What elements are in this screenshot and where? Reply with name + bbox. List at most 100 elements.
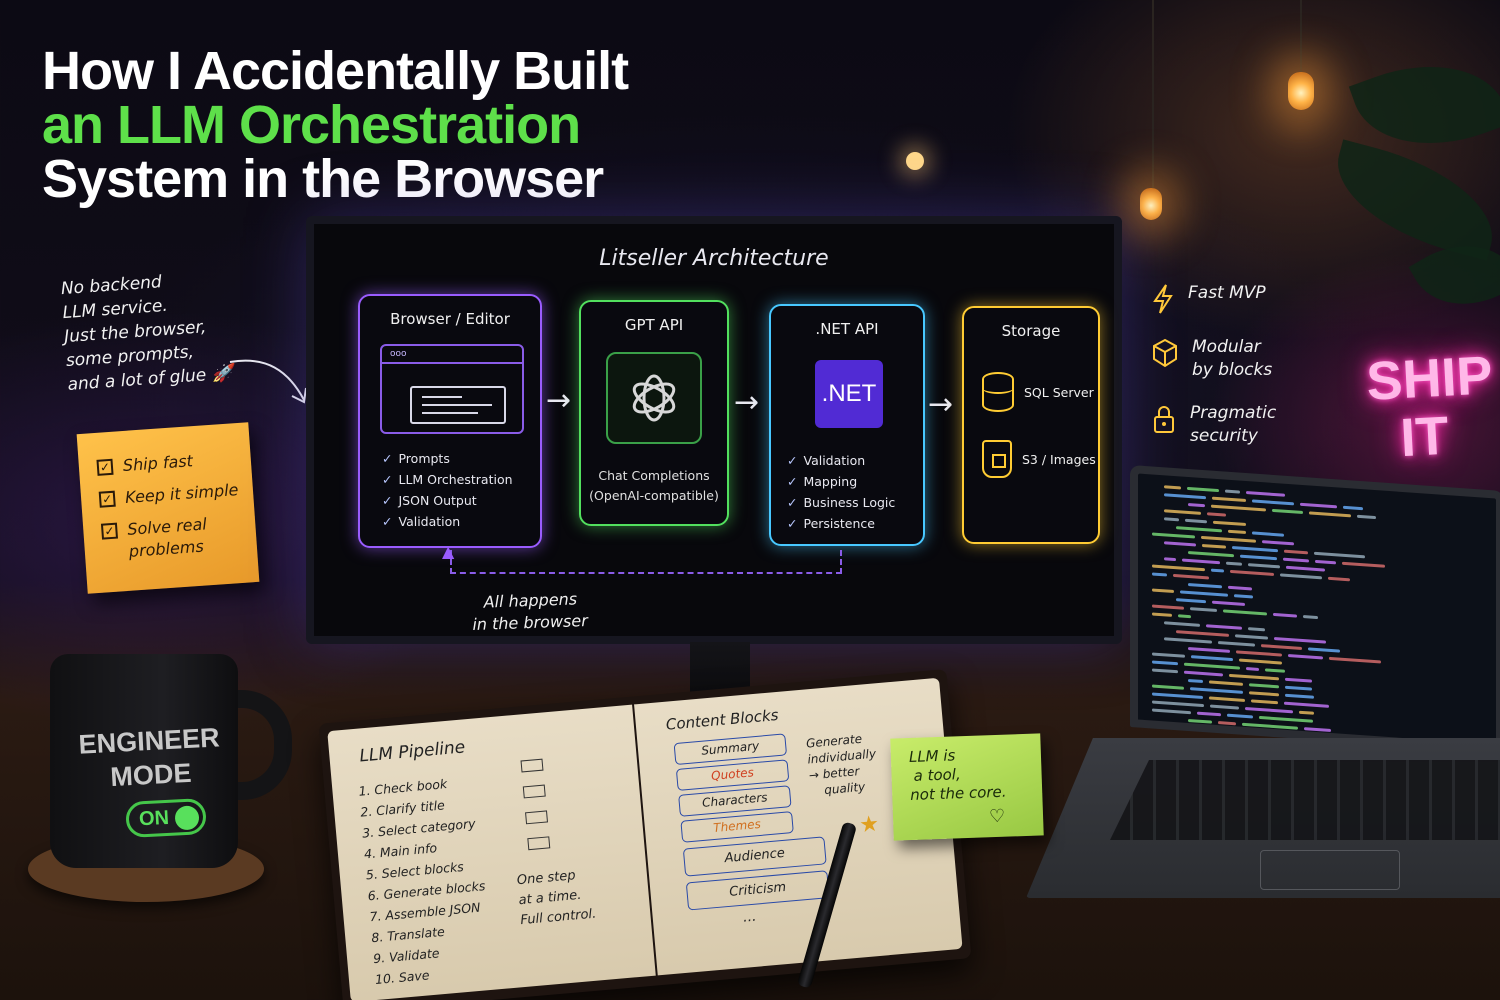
- checkbox-icon: ✓: [100, 522, 119, 540]
- code-line: [1164, 493, 1206, 500]
- code-line: [1285, 677, 1312, 683]
- code-line: [1343, 505, 1363, 511]
- code-line: [1164, 621, 1200, 627]
- sticky-note-orange: ✓Ship fast ✓Keep it simple ✓Solve real p…: [76, 422, 260, 594]
- code-line: [1176, 598, 1206, 604]
- list-item-label: Mapping: [803, 474, 858, 489]
- hanging-lamp: [1140, 188, 1162, 220]
- notebook-left-page: LLM Pipeline 1. Check book 2. Clarify ti…: [327, 704, 656, 1000]
- code-line: [1211, 504, 1266, 512]
- pipeline-steps: 1. Check book 2. Clarify title 3. Select…: [358, 771, 494, 990]
- code-line: [1152, 572, 1167, 577]
- code-line: [1176, 630, 1229, 637]
- code-line: [1274, 636, 1326, 644]
- code-line: [1235, 634, 1268, 640]
- code-line: [1209, 696, 1245, 702]
- code-line: [1152, 588, 1174, 594]
- code-line: [1329, 656, 1381, 664]
- document-icon: [410, 386, 506, 424]
- check-icon: ✓: [382, 451, 393, 466]
- feature-fast-mvp: Fast MVP: [1152, 282, 1266, 314]
- code-line: [1152, 652, 1185, 658]
- sticky-line: not the core.: [909, 782, 1007, 804]
- toggle-label: ON: [138, 806, 170, 831]
- sticky-item-label: Ship fast: [122, 451, 194, 476]
- code-line: [1248, 563, 1280, 569]
- code-line: [1180, 590, 1228, 597]
- content-block: Audience: [682, 836, 827, 877]
- lamp-cord: [1152, 0, 1154, 190]
- list-item: ✓Validation: [787, 450, 895, 471]
- code-line: [1252, 499, 1294, 506]
- sticky-check-item: ✓Ship fast: [96, 446, 251, 479]
- code-line: [1285, 693, 1314, 699]
- check-icon: ✓: [787, 495, 798, 510]
- code-line: [1284, 549, 1308, 555]
- code-line: [1197, 711, 1221, 717]
- storage-item-label: SQL Server: [1024, 384, 1094, 400]
- code-line: [1285, 685, 1312, 691]
- title-line-2-accent: an LLM Orchestration: [42, 95, 581, 155]
- laptop-trackpad: [1260, 850, 1400, 890]
- dotnet-logo-icon: .NET: [815, 360, 883, 428]
- code-line: [1164, 557, 1176, 562]
- list-item: ✓ Business Logic: [787, 492, 895, 513]
- check-icon: ✓: [787, 474, 798, 489]
- feature-label: by blocks: [1192, 360, 1273, 380]
- code-line: [1164, 517, 1179, 522]
- openai-logo-icon: [606, 352, 702, 444]
- code-line: [1328, 576, 1350, 582]
- code-line: [1210, 704, 1239, 710]
- bucket-icon: [982, 440, 1012, 478]
- sticky-check-item: ✓Solve real problems: [100, 512, 234, 565]
- code-line: [1188, 582, 1222, 589]
- code-line: [1252, 531, 1284, 537]
- list-item: ✓JSON Output: [382, 490, 513, 511]
- check-icon: ✓: [787, 516, 798, 531]
- list-item-label: JSON Output: [398, 493, 477, 508]
- code-line: [1209, 680, 1243, 686]
- check-icon: ✓: [382, 514, 393, 529]
- database-icon: [982, 372, 1014, 412]
- code-line: [1309, 511, 1351, 518]
- lamp-cord: [1300, 0, 1302, 74]
- code-line: [1164, 541, 1196, 547]
- code-line: [1164, 485, 1181, 490]
- list-item-label: Validation: [803, 453, 866, 468]
- code-line: [1286, 565, 1325, 572]
- sticky-check-item: ✓Keep it simple: [98, 478, 253, 511]
- flow-arrow: →: [546, 383, 572, 418]
- sticky-note-green: LLM is a tool, not the core. ♡: [890, 733, 1044, 841]
- code-line: [1232, 546, 1278, 553]
- code-line: [1283, 557, 1309, 563]
- code-line: [1234, 594, 1253, 599]
- plant-leaf: [1322, 139, 1500, 261]
- code-line: [1225, 489, 1240, 494]
- code-line: [1206, 624, 1242, 630]
- blocks-side-note: Generate individually → better quality: [805, 730, 879, 800]
- flow-arrow: →: [928, 387, 954, 422]
- code-line: [1212, 600, 1245, 606]
- list-item-label: Persistence: [803, 516, 875, 531]
- title-line-1: How I Accidentally Built: [42, 41, 629, 101]
- code-line: [1191, 655, 1233, 662]
- code-line: [1227, 713, 1253, 719]
- bokeh-light: [906, 152, 924, 170]
- code-line: [1152, 612, 1172, 617]
- code-line: [1251, 699, 1278, 705]
- notebook: LLM Pipeline 1. Check book 2. Clarify ti…: [318, 669, 972, 1000]
- code-line: [1152, 660, 1178, 666]
- list-item-label: Business Logic: [803, 495, 896, 510]
- code-line: [1280, 573, 1322, 580]
- mug-label: ENGINEER MODE: [48, 719, 251, 797]
- code-line: [1240, 554, 1277, 561]
- curved-arrow-icon: [229, 359, 307, 404]
- heart-icon: ♡: [988, 805, 1006, 828]
- card-title: Storage: [1001, 322, 1061, 340]
- loop-note: All happens in the browser: [471, 588, 588, 636]
- code-line: [1242, 722, 1298, 730]
- flow-arrow: →: [734, 385, 760, 420]
- code-line: [1226, 561, 1242, 566]
- list-item: ✓ Mapping: [787, 471, 895, 492]
